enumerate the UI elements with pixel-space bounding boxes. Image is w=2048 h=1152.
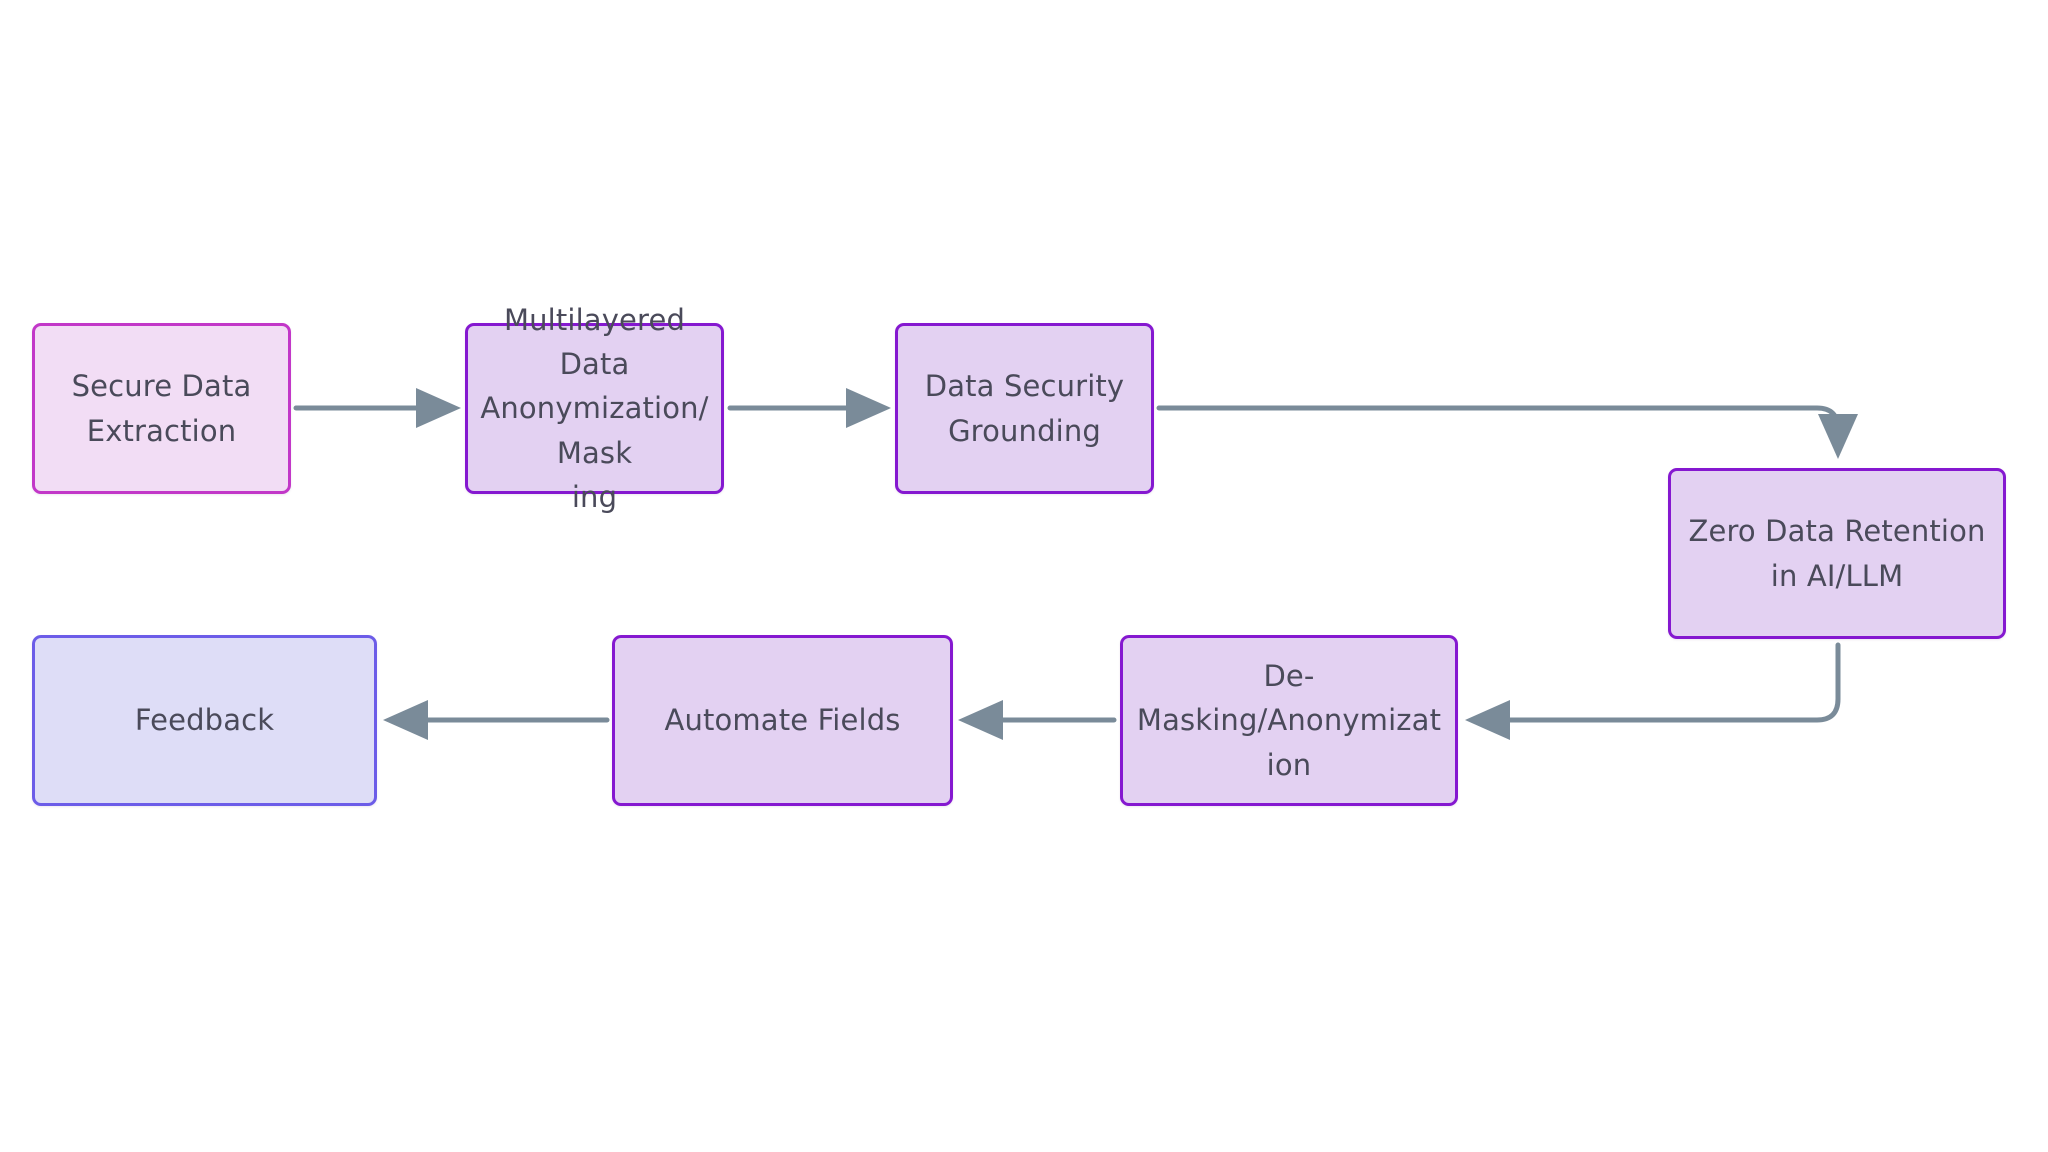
node-label: De- Masking/Anonymizat ion <box>1136 659 1442 782</box>
node-automate-fields[interactable]: Automate Fields <box>612 635 953 806</box>
node-de-masking-anonymization[interactable]: De- Masking/Anonymizat ion <box>1120 635 1458 806</box>
node-secure-data-extraction[interactable]: Secure Data Extraction <box>32 323 291 494</box>
node-label: Zero Data Retention in AI/LLM <box>1688 514 1986 593</box>
node-feedback[interactable]: Feedback <box>32 635 377 806</box>
node-multilayered-data-anonymization-masking[interactable]: Multilayered Data Anonymization/Mask ing <box>465 303 724 514</box>
node-label: Automate Fields <box>664 703 901 738</box>
edge-data-security-grounding-to-zero-data-retention <box>1156 405 1858 460</box>
node-label: Multilayered Data Anonymization/Mask ing <box>480 303 709 514</box>
node-zero-data-retention-in-ai-llm[interactable]: Zero Data Retention in AI/LLM <box>1668 468 2006 639</box>
node-label: Data Security Grounding <box>924 369 1125 448</box>
node-label: Secure Data Extraction <box>71 369 252 448</box>
node-label: Feedback <box>134 703 275 738</box>
edge-zero-data-retention-to-de-masking <box>1464 642 1841 740</box>
node-data-security-grounding[interactable]: Data Security Grounding <box>895 323 1154 494</box>
